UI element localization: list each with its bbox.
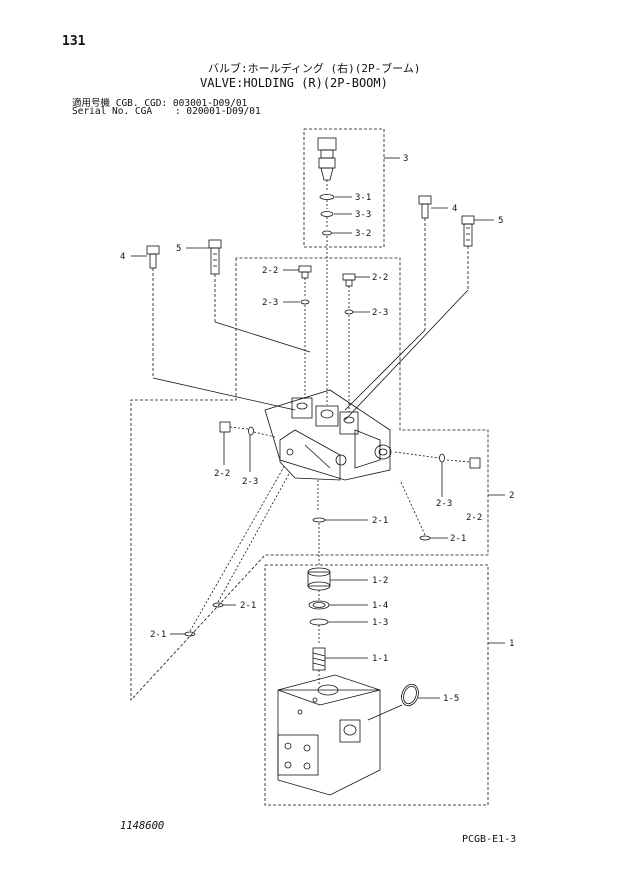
bolt-5-right (344, 215, 494, 421)
callout-2-2-top-right: 2-2 (372, 273, 388, 283)
callout-3-1: 3-1 (355, 193, 371, 203)
callout-2-3-mid-left: 2-3 (242, 477, 258, 487)
plug-2-2-top-right (342, 273, 370, 412)
callout-2-1-right: 2-1 (450, 534, 466, 544)
callout-3-3: 3-3 (355, 210, 371, 220)
callout-1: 1 (509, 639, 514, 649)
bolt-4-left (131, 245, 296, 411)
bolt-4-right (344, 195, 448, 411)
plug-2-2-mid-right (394, 451, 481, 497)
serial-applicability-line: 適用号機 CGB. CGD: 003001-D09/01 (72, 98, 248, 109)
callout-2-2-mid-left: 2-2 (214, 469, 230, 479)
callout-1-3: 1-3 (372, 618, 388, 628)
o-rings-2-1 (170, 464, 448, 637)
callout-5-left: 5 (176, 244, 181, 254)
callout-2-2-mid-right: 2-2 (466, 513, 482, 523)
callout-2-3-mid-right: 2-3 (436, 499, 452, 509)
group-box-2 (130, 257, 505, 702)
group-box-3 (303, 128, 400, 248)
drawing-number: 1148600 (120, 820, 165, 832)
callout-4-left: 4 (120, 252, 125, 262)
page-code: PCGB-E1-3 (462, 834, 517, 845)
callout-2-3-top-left: 2-3 (262, 298, 278, 308)
callout-1-1: 1-1 (372, 654, 388, 664)
callout-3: 3 (403, 154, 408, 164)
bolt-5-left (186, 239, 311, 353)
title-english: VALVE:HOLDING (R)(2P-BOOM) (200, 76, 388, 90)
poppet-assembly-1 (277, 567, 440, 796)
title-japanese: バルブ:ホールディング (右)(2P-ブーム) (208, 62, 421, 75)
group-box-1 (264, 564, 505, 806)
plug-2-2-mid-left (219, 421, 276, 472)
holding-valve-body-2 (264, 389, 392, 512)
callout-3-2: 3-2 (355, 229, 371, 239)
callout-2-3-top-right: 2-3 (372, 308, 388, 318)
cartridge-assembly-3 (317, 137, 352, 405)
callout-1-4: 1-4 (372, 601, 388, 611)
callout-labels: 3 3-1 3-3 3-2 4 5 4 5 2-2 2-3 2-2 2-3 2-… (120, 154, 514, 704)
callout-1-2: 1-2 (372, 576, 388, 586)
callout-2-2-top-left: 2-2 (262, 266, 278, 276)
serial-number-line: Serial No. CGA : 020001-D09/01 (72, 106, 261, 117)
callout-2: 2 (509, 491, 514, 501)
callout-5-right: 5 (498, 216, 503, 226)
callout-2-1-left-b: 2-1 (150, 630, 166, 640)
page-number: 131 (62, 34, 86, 49)
callout-2-1-left-a: 2-1 (240, 601, 256, 611)
callout-1-5: 1-5 (443, 694, 459, 704)
plug-2-2-top-left (283, 265, 312, 400)
callout-2-1-center: 2-1 (372, 516, 388, 526)
callout-4-right: 4 (452, 204, 457, 214)
